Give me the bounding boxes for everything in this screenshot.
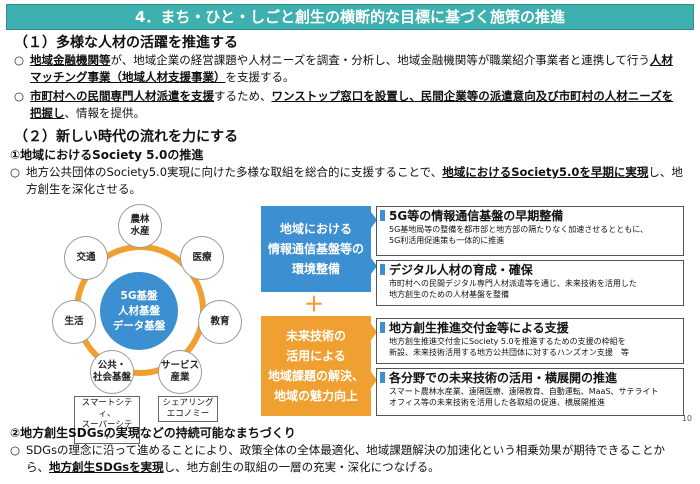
- bullet: ○: [10, 165, 21, 179]
- section2-heading: （２）新しい時代の流れを力にする: [14, 129, 239, 145]
- bullet: ○: [14, 53, 25, 67]
- title-bar: 4．まち・ひと・しごと創生の横断的な目標に基づく施策の推進: [6, 4, 694, 30]
- section1-paragraph2: ○ 市町村への民間専門人材派遣を支援するため、ワンストップ窓口を設置し、民間企業…: [14, 89, 674, 120]
- measure-box-future-tech: 各分野での未来技術の活用・横展開の推進 スマート農林水産業、遠隔医療、遠隔教育、…: [376, 368, 684, 416]
- section1-paragraph1: ○ 地域金融機関等が、地域企業の経営課題や人材ニーズを調査・分析し、地域金融機関…: [14, 53, 673, 84]
- page-number: 10: [681, 414, 692, 423]
- section2-paragraph1: ○ 地方公共団体のSociety5.0実現に向けた多様な取組を総合的に支援するこ…: [10, 165, 683, 196]
- arrow-right: [371, 258, 377, 274]
- smartcity-box: スマートシティ、スーパーシティ: [74, 396, 140, 444]
- measure-box-digital-talent: デジタル人材の育成・確保 市町村への民間デジタル専門人材派遣等を通じ、未来技術を…: [376, 260, 684, 306]
- arrow-right: [371, 372, 377, 388]
- sharing-box: シェアリングエコノミー: [158, 396, 218, 422]
- node-service: サービス産業: [158, 350, 202, 394]
- bullet: ○: [10, 443, 21, 457]
- node-medical: 医療: [180, 236, 224, 280]
- arrow-right: [371, 212, 377, 228]
- bullet: ○: [14, 89, 25, 103]
- infrastructure-box: 地域における 情報通信基盤等の 環境整備: [261, 206, 371, 292]
- society50-diagram: 5G基盤 人材基盤 データ基盤 農林水産 医療 教育 サービス産業 公共・社会基…: [18, 200, 258, 444]
- measure-box-grant: 地方創生推進交付金等による支援 地方創生推進交付金にSociety 5.0を推進…: [376, 318, 684, 364]
- node-agri: 農林水産: [118, 204, 162, 248]
- node-life: 生活: [52, 300, 96, 344]
- section2-sub1: ①地域におけるSociety 5.0の推進: [10, 148, 204, 162]
- page-title: 4．まち・ひと・しごと創生の横断的な目標に基づく施策の推進: [135, 8, 565, 26]
- measure-box-5g: 5G等の情報通信基盤の早期整備 5G基地局等の整備を都市部と地方部の隔たりなく加…: [376, 206, 684, 256]
- section2-paragraph2: ○ SDGsの理念に沿って進めることにより、政策全体の全体最適化、地域課題解決の…: [10, 443, 666, 474]
- future-tech-box: 未来技術の 活用による 地域課題の解決、 地域の魅力向上: [261, 316, 371, 416]
- node-public: 公共・社会基盤: [90, 350, 134, 394]
- center-circle: 5G基盤 人材基盤 データ基盤: [100, 272, 178, 350]
- node-education: 教育: [198, 300, 242, 344]
- section1-heading: （１）多様な人材の活躍を推進する: [14, 35, 238, 51]
- arrow-right: [371, 324, 377, 340]
- plus-icon: ＋: [304, 292, 324, 316]
- section2-sub2: ②地方創生SDGsの実現などの持続可能なまちづくり: [10, 426, 296, 440]
- node-transport: 交通: [64, 236, 108, 280]
